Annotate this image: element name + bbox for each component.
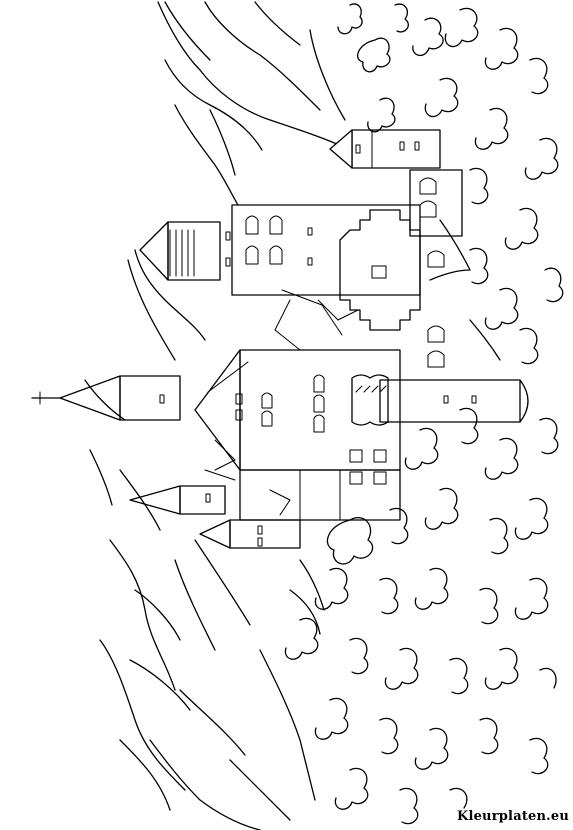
forest [284, 3, 564, 825]
round-tower-right [379, 379, 521, 423]
mountain-ridges [84, 1, 351, 830]
stepped-gable [339, 209, 421, 331]
left-spire [179, 485, 226, 515]
central-hall [239, 349, 401, 471]
square-tower-top [351, 129, 441, 169]
spire-tower [119, 375, 181, 421]
main-keep [231, 204, 421, 296]
watermark-text: Kleurplaten.eu [456, 809, 569, 824]
castle [31, 129, 529, 549]
lower-wing [239, 469, 401, 521]
